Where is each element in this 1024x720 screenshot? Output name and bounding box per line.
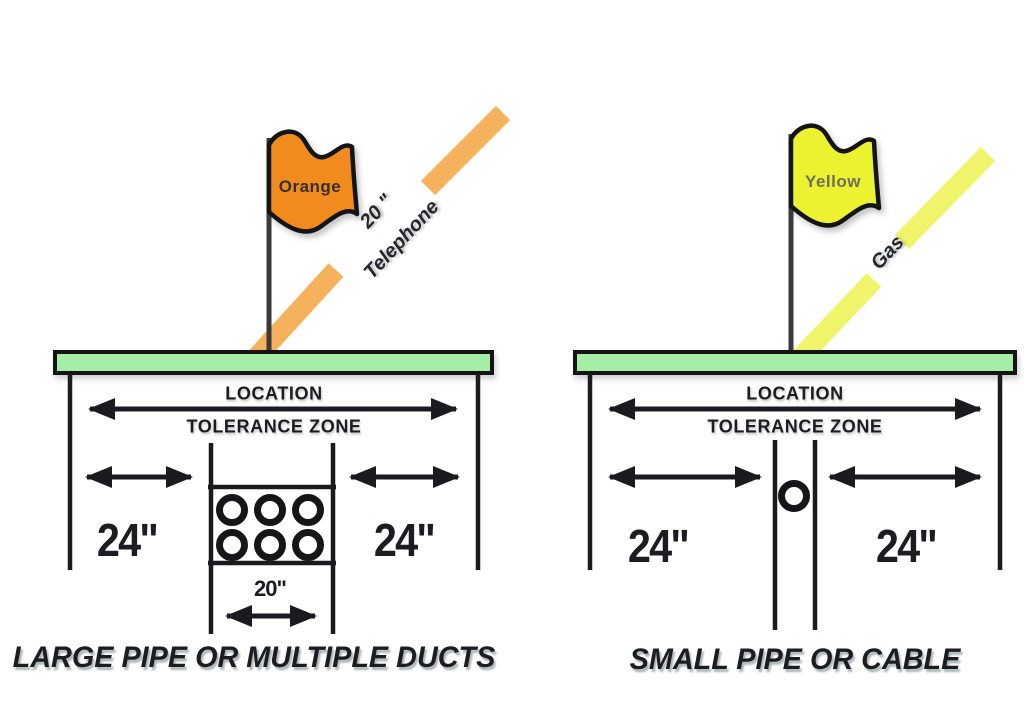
yellow-paint-stripe-lower — [792, 273, 882, 365]
orange-paint-stripe-lower — [244, 263, 344, 369]
orange-paint-stripe-upper — [420, 105, 511, 196]
right-offset-value: 24" — [875, 520, 938, 572]
yellow-paint-stripe-upper — [894, 147, 996, 249]
small-pipe-diagram — [573, 126, 1017, 630]
duct-circle — [216, 529, 248, 561]
small-pipe-caption: SMALL PIPE OR CABLE — [629, 643, 961, 676]
left-offset-value: 24" — [627, 520, 690, 572]
duct-circle — [292, 529, 324, 561]
orange-flag-label: Orange — [278, 177, 342, 196]
location-label: LOCATION — [225, 383, 323, 404]
small-pipe-circle — [778, 480, 810, 512]
ground-surface-left — [53, 350, 494, 375]
duct-circle — [254, 494, 286, 526]
tolerance-zone-label: TOLERANCE ZONE — [186, 416, 362, 437]
large-pipe-caption: LARGE PIPE OR MULTIPLE DUCTS — [12, 641, 496, 674]
right-offset-value: 24" — [373, 514, 436, 566]
left-offset-value: 24" — [96, 514, 159, 566]
location-label: LOCATION — [746, 383, 844, 404]
duct-circle — [254, 529, 286, 561]
yellow-flag-label: Yellow — [805, 172, 861, 191]
duct-circle — [292, 494, 324, 526]
tolerance-zone-label: TOLERANCE ZONE — [707, 416, 883, 437]
duct-width-value: 20" — [254, 576, 287, 601]
ground-surface-right — [573, 350, 1017, 375]
large-pipe-diagram — [53, 105, 511, 634]
duct-circle — [216, 494, 248, 526]
